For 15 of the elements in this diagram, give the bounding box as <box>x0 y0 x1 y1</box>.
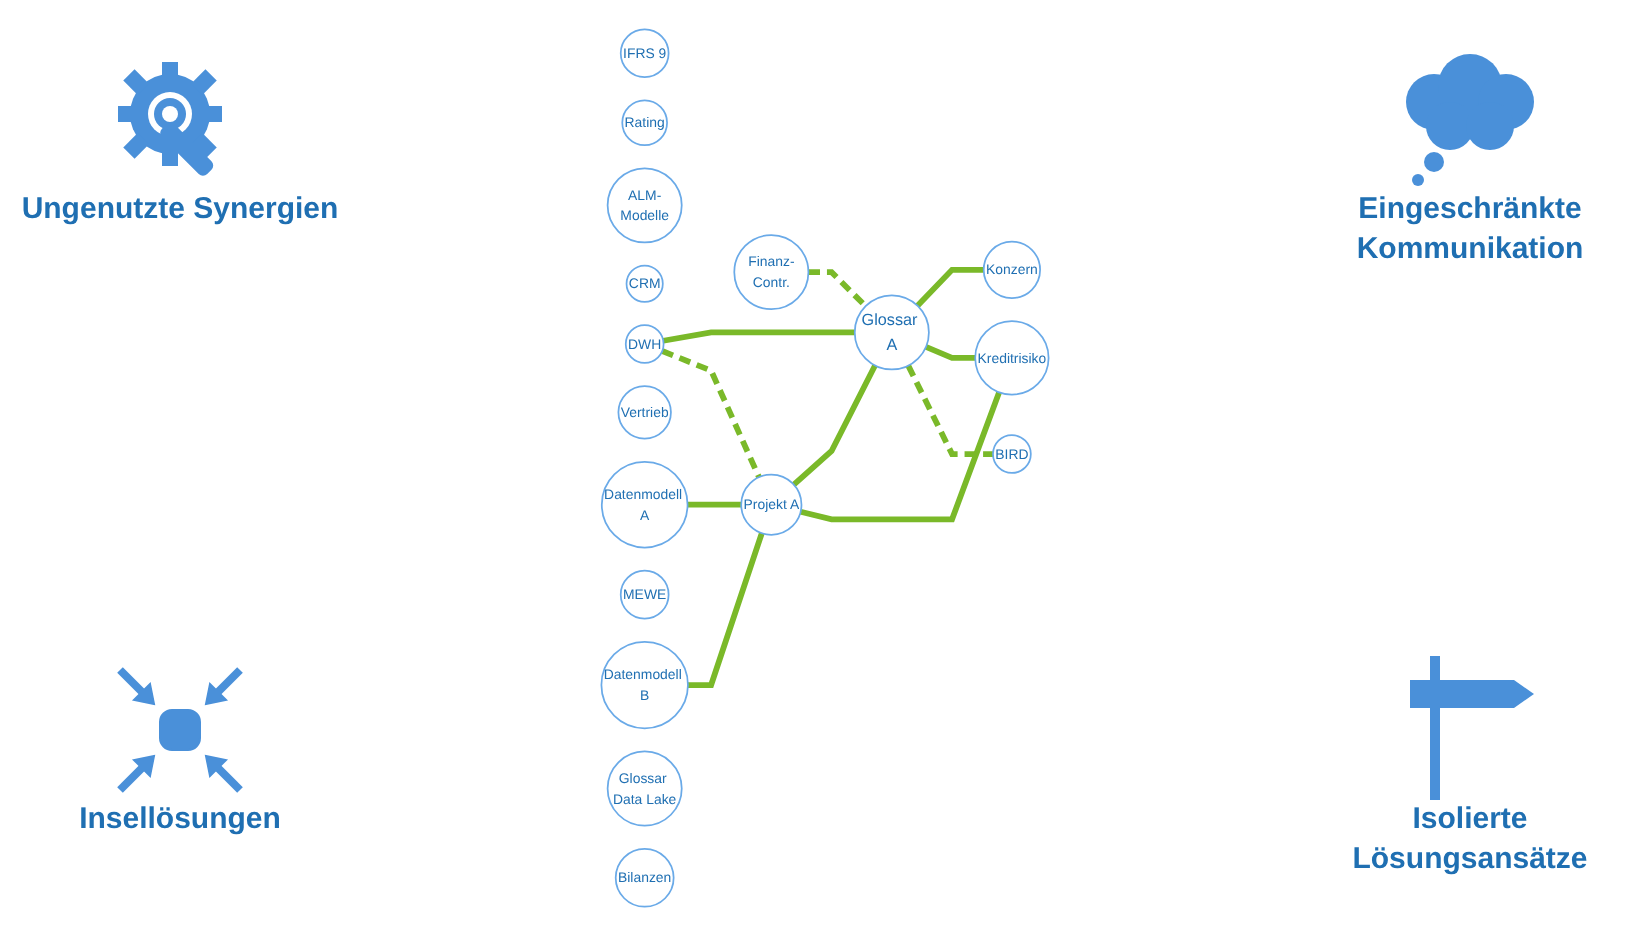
connector <box>799 391 1002 523</box>
node-circle: Glossar A <box>853 294 930 371</box>
connector <box>915 266 984 308</box>
connector <box>662 329 855 344</box>
connector <box>808 269 868 309</box>
label-text: Isolierte Lösungsansätze <box>1350 800 1590 880</box>
connector <box>687 532 765 688</box>
connector <box>924 344 976 361</box>
label-text: Eingeschränkte Kommunikation <box>1354 190 1586 270</box>
connector <box>661 348 762 479</box>
connector <box>905 364 993 457</box>
connector <box>791 364 878 487</box>
label-text: Insellösungen <box>79 800 281 840</box>
connector <box>687 501 742 508</box>
label-text: Ungenutzte Synergien <box>21 190 339 230</box>
